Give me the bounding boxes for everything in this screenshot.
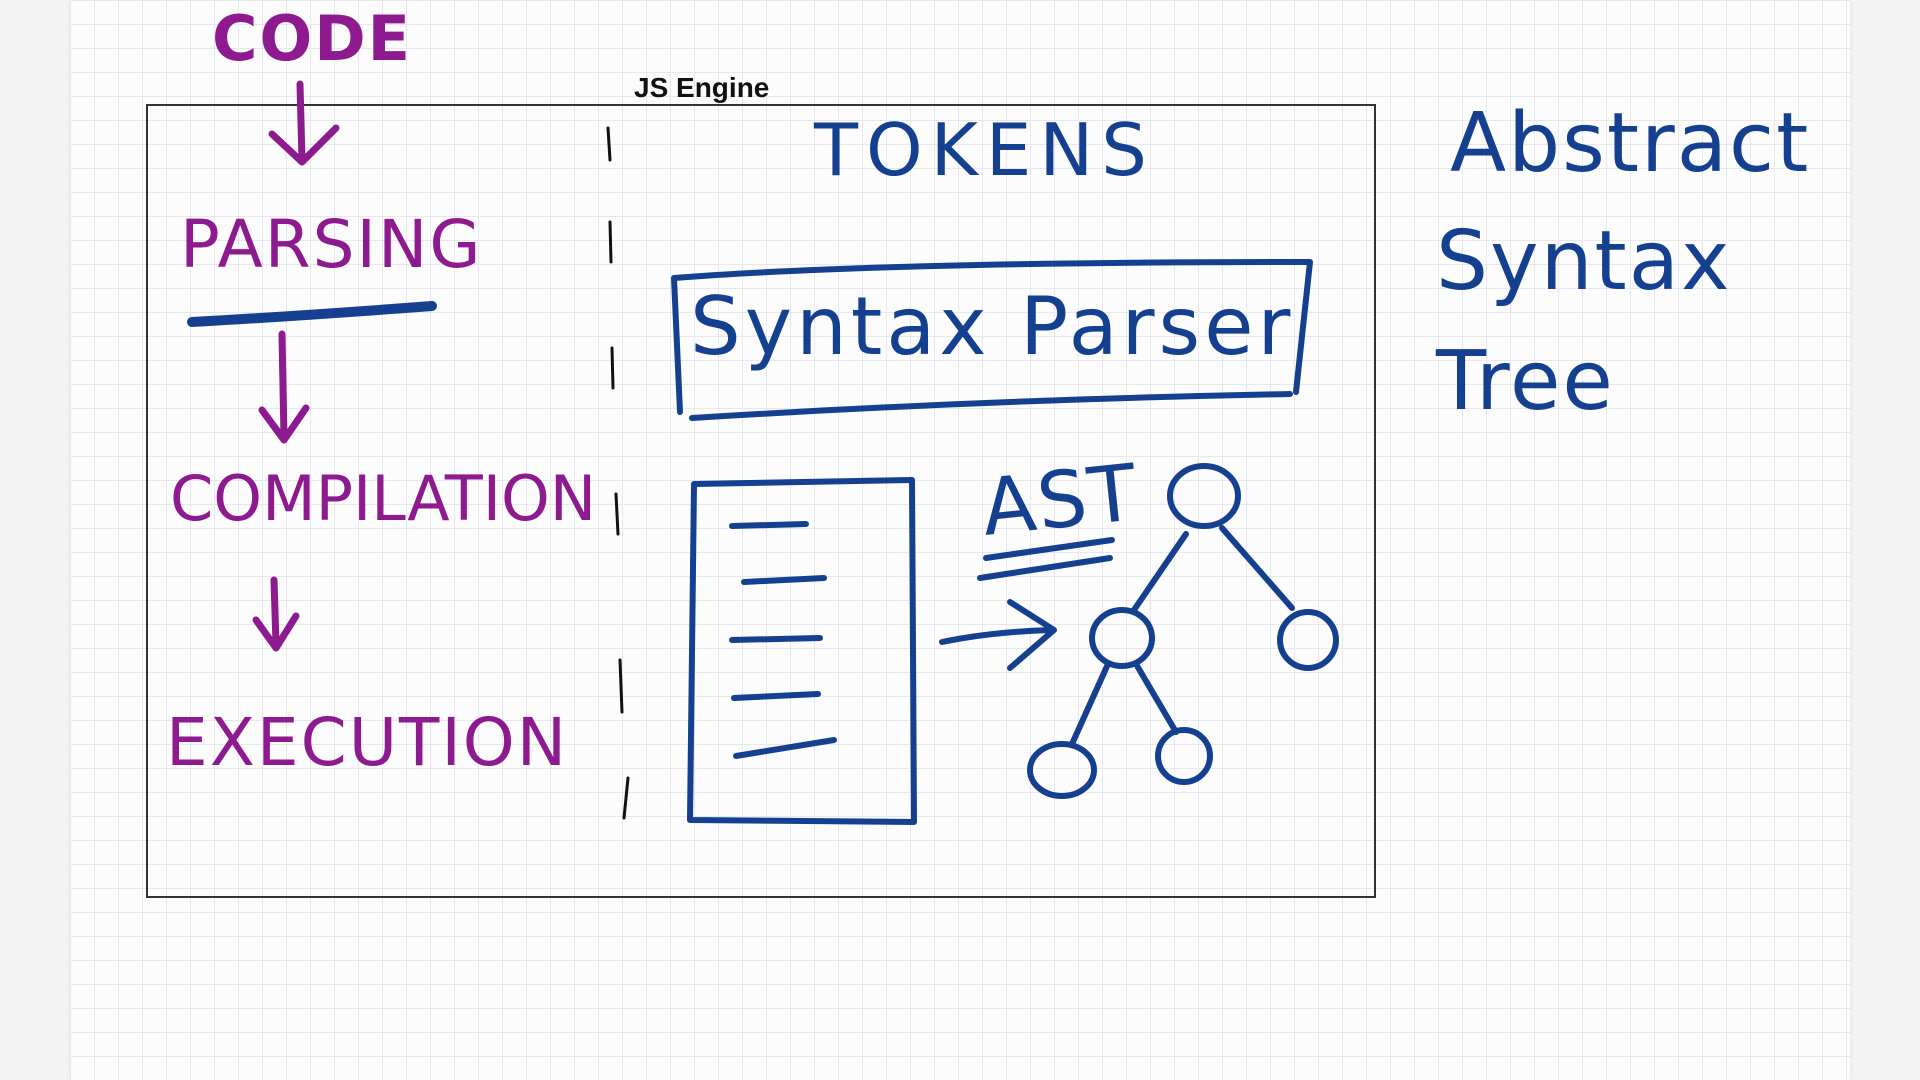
code-line-4 — [731, 691, 821, 701]
stage-execution: EXECUTION — [166, 704, 569, 781]
tree-node-left-left — [1027, 741, 1097, 799]
ast-underline — [977, 537, 1115, 581]
syntax-parser-label: Syntax Parser — [690, 280, 1295, 373]
abstract-label: Abstract — [1450, 96, 1811, 191]
code-line-3 — [729, 635, 823, 643]
code-document — [687, 477, 917, 825]
dashed-separator — [606, 126, 630, 820]
syntax-parser-box — [671, 259, 1313, 421]
tree-edges — [1069, 525, 1295, 747]
arrow-parsing-to-compilation — [258, 330, 310, 444]
arrow-code-to-parsing — [268, 80, 340, 166]
arrow-compilation-to-execution — [252, 576, 300, 652]
tree-node-root — [1167, 463, 1241, 529]
tree-node-right — [1277, 609, 1339, 671]
code-line-5 — [733, 737, 837, 759]
code-line-2 — [741, 575, 827, 585]
tree-node-left — [1089, 607, 1155, 669]
stage-compilation: COMPILATION — [170, 462, 597, 535]
syntax-label: Syntax — [1436, 214, 1732, 309]
tokens-label: TOKENS — [814, 108, 1155, 192]
parsing-underline — [187, 301, 437, 327]
tree-label: Tree — [1436, 334, 1615, 429]
code-line-1 — [729, 521, 809, 529]
js-engine-label: JS Engine — [634, 72, 770, 103]
stage-parsing: PARSING — [180, 206, 483, 283]
stage-code: CODE — [212, 2, 413, 75]
whiteboard-grid — [70, 0, 1850, 1080]
js-engine-box — [146, 104, 1376, 898]
arrow-to-ast — [939, 599, 1057, 671]
tree-node-left-right — [1155, 727, 1213, 785]
